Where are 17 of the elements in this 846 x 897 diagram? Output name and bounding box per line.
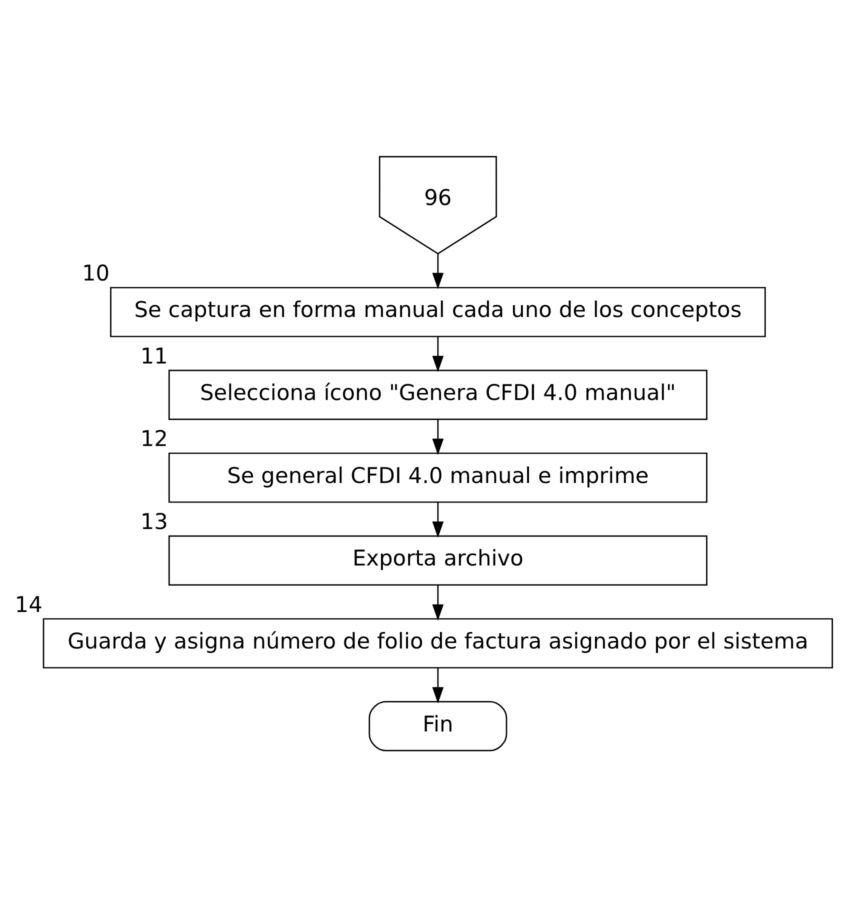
node-label: 14 [14, 592, 42, 618]
node-box: Se captura en forma manual cada uno de los conceptos [110, 286, 766, 338]
arrow [432, 419, 444, 455]
node-box: Exporta archivo [168, 535, 708, 586]
arrow [432, 502, 444, 538]
arrow [432, 668, 444, 704]
arrow [432, 585, 444, 621]
node-label: 12 [140, 427, 168, 452]
arrow [432, 254, 444, 290]
arrow [432, 336, 444, 372]
node-box: Fin [368, 701, 508, 752]
node-box: Selecciona ícono "Genera CFDI 4.0 manual" [168, 370, 708, 420]
node-box: Se general CFDI 4.0 manual e imprime [168, 452, 708, 503]
node-label: 11 [140, 344, 168, 370]
node-label: 13 [140, 510, 168, 536]
node-label: 10 [82, 262, 110, 287]
node-box: Guarda y asigna número de folio de factura asignado por el sistema [42, 618, 833, 668]
